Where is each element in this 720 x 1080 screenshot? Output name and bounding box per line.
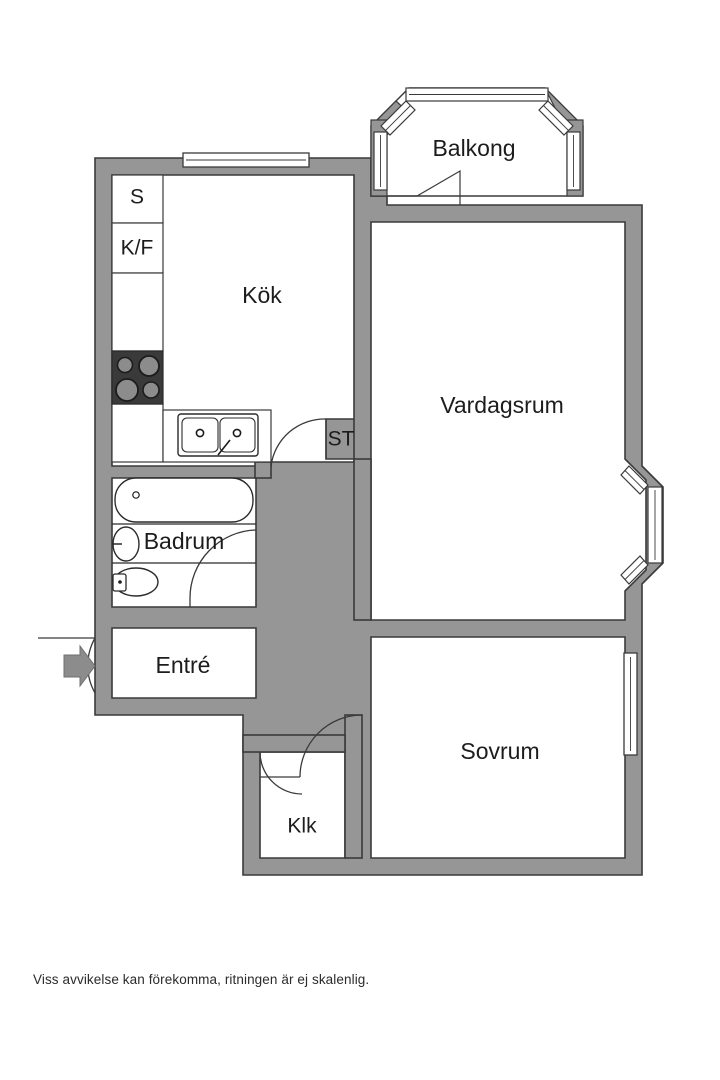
room-label-badrum: Badrum [144,528,225,554]
partition-kitchen-bath [254,461,272,479]
bathtub-drain [132,491,140,499]
cabinet-fridge-freezer [111,222,164,274]
door-swings [189,418,363,795]
cabinet-labels: S K/F [121,186,154,260]
bedroom-window [623,652,638,756]
burner-small-1 [116,356,134,374]
room-label-kok: Kök [242,282,282,308]
kitchen-sink [177,413,259,457]
room-label-balkong: Balkong [432,135,515,161]
wall-klk-sovrum [344,714,363,859]
room-label-klk: Klk [287,815,317,838]
balcony-railing-top [405,87,549,102]
burner-large-1 [138,355,160,377]
burner-large-2 [115,378,139,402]
entrance-arrow-icon [63,644,96,688]
toilet-flush [118,580,122,584]
cabinet-label-fridge: K/F [121,237,154,260]
room-label-sovrum: Sovrum [460,738,539,764]
room-labels: Kök Balkong Vardagsrum Badrum Entré Sovr… [144,135,564,837]
sink-faucet [217,439,231,456]
room-label-st: ST [328,428,355,451]
balcony-railing-right-diagonal [538,100,574,136]
cabinet-counter-upper [111,272,164,352]
bathroom-door-swing [189,529,257,599]
cabinet-label-pantry: S [130,186,144,209]
room-label-entre: Entré [156,652,211,678]
balcony-railing-right-vertical [566,131,581,191]
sink-drain-left [195,428,205,438]
bathroom-fixtures [112,477,256,597]
entrance-door [38,637,96,694]
balcony-railing-left-vertical [373,131,388,191]
counter-left [111,403,164,463]
room-label-vardagsrum: Vardagsrum [440,392,564,418]
kitchen-stove [111,350,164,405]
bedroom-door-swing [299,714,363,778]
balcony-door-swing [387,169,461,205]
wall-klk-top [242,734,346,753]
cabinet-pantry [111,174,164,224]
burner-small-2 [142,381,160,399]
klk-door-swing [259,751,303,795]
wall-corridor-livingroom [353,458,372,621]
bay-window [620,465,663,585]
balcony [370,87,584,205]
bathtub [114,477,254,523]
sink-drain-right [232,428,242,438]
kitchen-door-swing [270,418,327,467]
plan-caption: Viss avvikelse kan förekomma, ritningen … [33,972,370,987]
kitchen-window [182,152,310,168]
